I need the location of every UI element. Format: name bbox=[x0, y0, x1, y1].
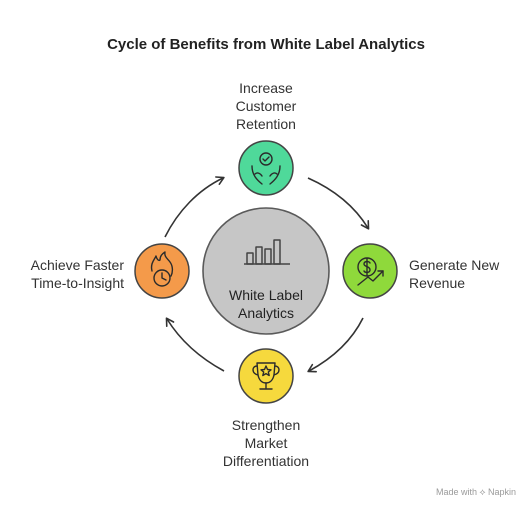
label-line: Increase bbox=[239, 80, 293, 96]
label-line: Revenue bbox=[409, 275, 466, 291]
label-line: Strengthen bbox=[231, 417, 301, 433]
node-generate-revenue bbox=[342, 243, 398, 299]
label-line: Retention bbox=[236, 116, 296, 132]
trophy-icon bbox=[252, 362, 280, 390]
center-label-line-2: Analytics bbox=[237, 305, 295, 321]
dollar-growth-icon bbox=[357, 257, 384, 286]
label-time-to-insight: Achieve Faster Time-to-Insight bbox=[6, 256, 124, 292]
arrow-right-to-bottom bbox=[307, 317, 364, 373]
arrow-top-to-right bbox=[307, 177, 370, 230]
hands-heart-icon bbox=[251, 152, 281, 185]
fire-clock-icon bbox=[150, 251, 174, 287]
label-line: Time-to-Insight bbox=[31, 275, 124, 291]
napkin-watermark: Made with ⟡ Napkin bbox=[436, 487, 516, 497]
arrow-left-to-top bbox=[164, 176, 225, 238]
node-time-to-insight bbox=[134, 243, 190, 299]
node-customer-retention bbox=[238, 140, 294, 196]
label-line: Customer bbox=[235, 98, 297, 114]
center-label-line-1: White Label bbox=[229, 287, 303, 303]
label-customer-retention: Increase Customer Retention bbox=[206, 79, 326, 133]
label-line: Generate New bbox=[409, 257, 500, 273]
label-line: Achieve Faster bbox=[30, 257, 124, 273]
center-label: White Label Analytics bbox=[206, 286, 326, 322]
label-line: Differentiation bbox=[222, 453, 310, 469]
center-node bbox=[202, 207, 330, 335]
label-line: Market bbox=[244, 435, 288, 451]
label-generate-revenue: Generate New Revenue bbox=[409, 256, 499, 292]
arrow-bottom-to-left bbox=[165, 317, 225, 372]
diagram-title: Cycle of Benefits from White Label Analy… bbox=[107, 36, 425, 53]
label-market-differentiation: Strengthen Market Differentiation bbox=[196, 416, 336, 470]
bar-chart-icon bbox=[244, 239, 290, 265]
node-market-differentiation bbox=[238, 348, 294, 404]
